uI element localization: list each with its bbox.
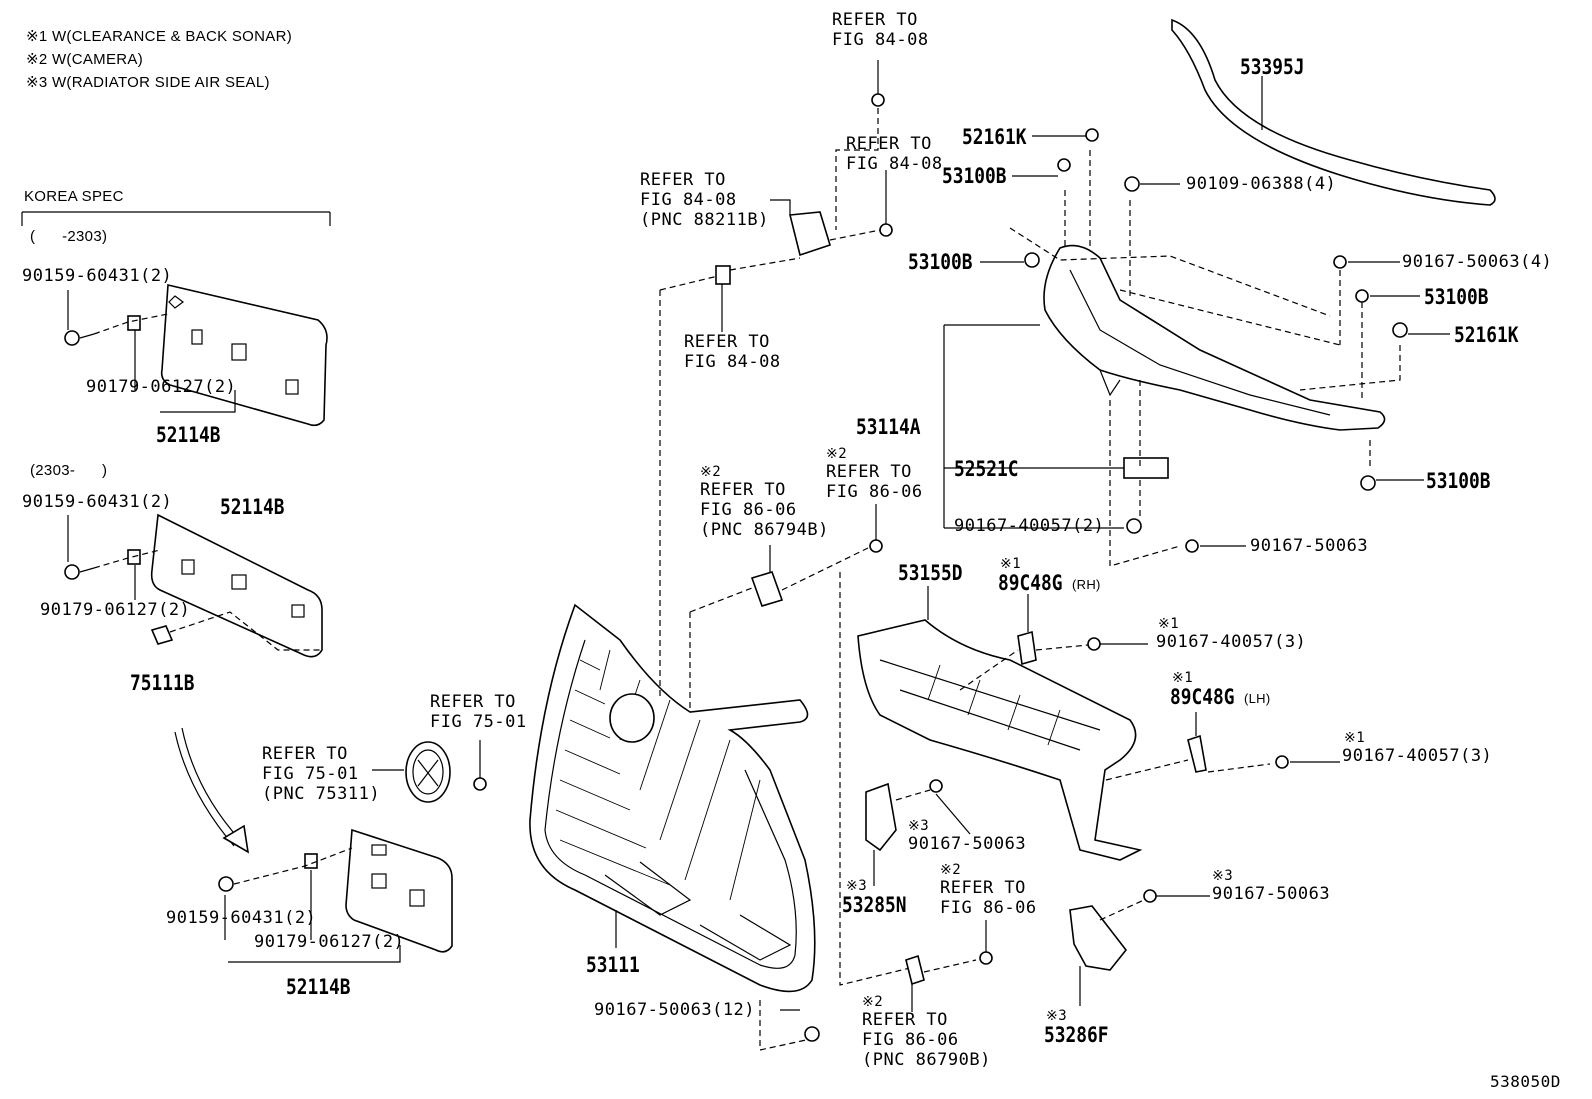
side-seals (865, 779, 1210, 1012)
part-number-label: 90167-50063 (1250, 536, 1369, 556)
radiator-grille (529, 275, 820, 1051)
part-number-label: 53100B (908, 250, 973, 274)
license-bracket-lower (218, 828, 453, 963)
refer-to-label: REFER TO (846, 134, 932, 154)
note-marker: ※1 (1172, 670, 1194, 686)
refer-to-label: REFER TO (862, 1010, 948, 1030)
part-number-label: 53111 (586, 953, 640, 977)
note-marker: ※1 (1158, 616, 1180, 632)
note-marker: ※3 (1212, 868, 1234, 884)
license-bracket-upper (64, 284, 328, 427)
note-marker: ※3 (846, 878, 868, 894)
refer-to-label: REFER TO (832, 10, 918, 30)
part-number-label: 90179-06127(2) (40, 600, 191, 620)
refer-to-label: FIG 86-06 (826, 482, 923, 502)
part-number-label: 89C48G (1170, 685, 1235, 709)
part-number-label: 52161K (962, 125, 1027, 149)
note-marker: ※3 (1046, 1008, 1068, 1024)
refer-to-label: REFER TO (684, 332, 770, 352)
refer-to-label: FIG 75-01 (430, 712, 527, 732)
part-number-label: 53100B (1426, 469, 1491, 493)
refer-to-label: REFER TO (640, 170, 726, 190)
range-label-a: ( -2303) (30, 228, 108, 245)
refer-to-label: (PNC 86790B) (862, 1050, 991, 1070)
refer-to-label: REFER TO (700, 480, 786, 500)
note-marker: ※3 (908, 818, 930, 834)
direction-arrow (174, 727, 250, 854)
part-number-label: 90167-50063 (908, 834, 1027, 854)
note-marker: ※2 (700, 464, 722, 480)
part-number-label: 53100B (942, 164, 1007, 188)
refer-to-label: FIG 84-08 (640, 190, 737, 210)
refer-to-label: FIG 75-01 (262, 764, 359, 784)
part-number-label: 90167-40057(3) (1342, 746, 1493, 766)
refer-to-label: REFER TO (826, 462, 912, 482)
part-number-label: 89C48G (998, 571, 1063, 595)
note-3: ※3 W(RADIATOR SIDE AIR SEAL) (26, 74, 270, 91)
air-guide (857, 586, 1340, 861)
note-marker: ※1 (1000, 556, 1022, 572)
upper-camera-parts (715, 60, 911, 986)
part-number-label: 90179-06127(2) (86, 377, 237, 397)
refer-to-label: FIG 86-06 (862, 1030, 959, 1050)
part-number-label: 90167-50063(12) (594, 1000, 756, 1020)
part-number-label: 90167-40057(3) (1156, 632, 1307, 652)
refer-to-label: FIG 84-08 (846, 154, 943, 174)
part-number-label: 90159-60431(2) (166, 908, 317, 928)
korea-spec-bracket (21, 211, 331, 226)
part-number-label: 53155D (898, 561, 963, 585)
grille-upper-support (943, 128, 1450, 567)
side-label: (LH) (1244, 691, 1271, 706)
part-number-label: 90167-50063 (1212, 884, 1331, 904)
figure-code: 538050D (1490, 1072, 1561, 1091)
part-number-label: 52521C (954, 457, 1019, 481)
note-marker: ※2 (940, 862, 962, 878)
upper-seal-strip (1171, 18, 1496, 206)
refer-to-label: FIG 86-06 (700, 500, 797, 520)
part-number-label: 90109-06388(4) (1186, 174, 1337, 194)
range-label-b: (2303- ) (30, 462, 108, 479)
note-2: ※2 W(CAMERA) (26, 51, 144, 68)
part-number-label: 52114B (156, 423, 221, 447)
refer-to-label: (PNC 88211B) (640, 210, 769, 230)
refer-to-label: FIG 84-08 (684, 352, 781, 372)
part-number-label: 53100B (1424, 285, 1489, 309)
part-number-label: 90159-60431(2) (22, 266, 173, 286)
part-number-label: 90167-50063(4) (1402, 252, 1553, 272)
part-number-label: 52114B (286, 975, 351, 999)
refer-to-label: FIG 84-08 (832, 30, 929, 50)
refer-to-label: REFER TO (262, 744, 348, 764)
side-label: (RH) (1072, 577, 1101, 592)
refer-to-label: (PNC 75311) (262, 784, 381, 804)
license-bracket-middle (64, 513, 323, 658)
part-number-label: 53114A (856, 415, 921, 439)
note-1: ※1 W(CLEARANCE & BACK SONAR) (26, 28, 293, 45)
refer-to-label: (PNC 86794B) (700, 520, 829, 540)
emblem (372, 740, 487, 803)
korea-spec-label: KOREA SPEC (24, 188, 124, 205)
part-number-label: 53286F (1044, 1023, 1109, 1047)
refer-to-label: REFER TO (940, 878, 1026, 898)
refer-to-label: REFER TO (430, 692, 516, 712)
note-marker: ※1 (1344, 730, 1366, 746)
part-number-label: 90167-40057(2) (954, 516, 1105, 536)
refer-to-label: FIG 86-06 (940, 898, 1037, 918)
part-number-label: 52114B (220, 495, 285, 519)
part-number-label: 53395J (1240, 55, 1305, 79)
part-number-label: 75111B (130, 671, 195, 695)
part-number-label: 90179-06127(2) (254, 932, 405, 952)
part-number-label: 52161K (1454, 323, 1519, 347)
part-number-label: 53285N (842, 893, 907, 917)
part-number-label: 90159-60431(2) (22, 492, 173, 512)
note-marker: ※2 (862, 994, 884, 1010)
note-marker: ※2 (826, 446, 848, 462)
